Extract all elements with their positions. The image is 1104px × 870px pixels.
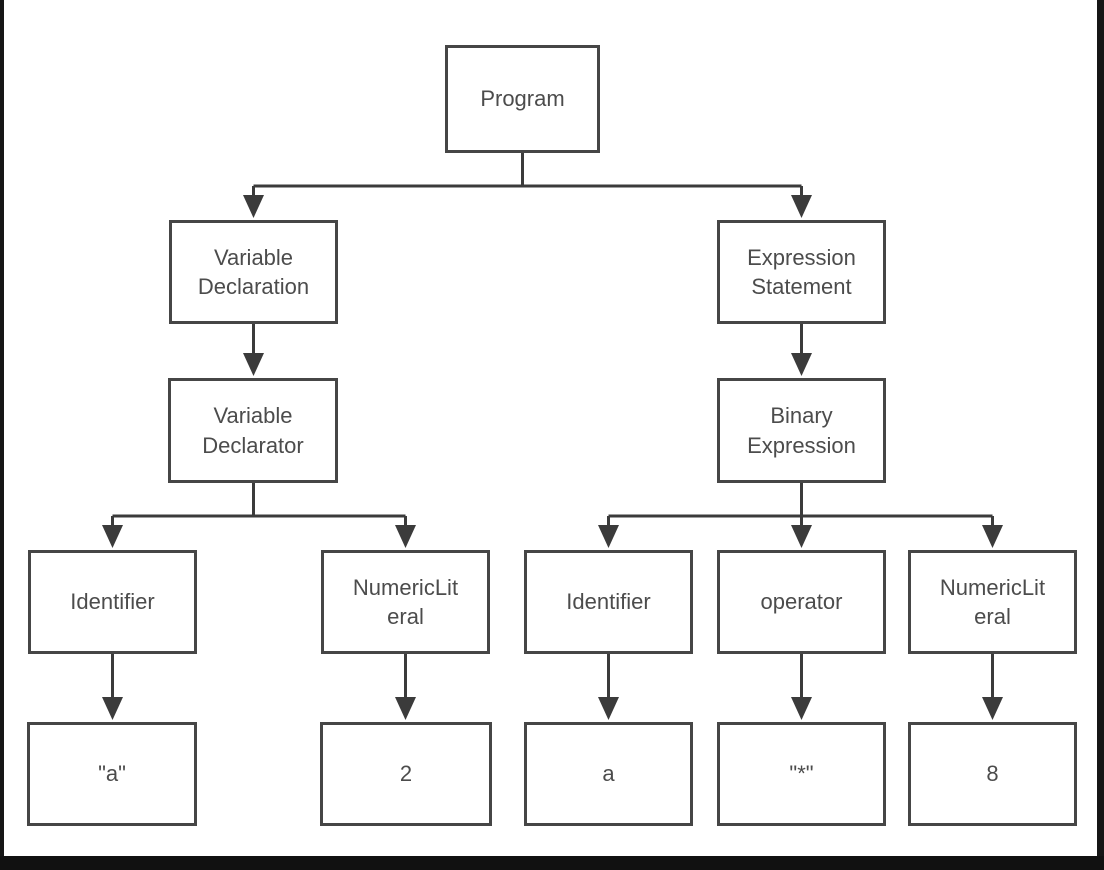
- node-program: Program: [445, 45, 600, 153]
- node-variable-declaration: Variable Declaration: [169, 220, 338, 324]
- node-identifier-right: Identifier: [524, 550, 693, 654]
- node-numeric-literal-left: NumericLit eral: [321, 550, 490, 654]
- node-variable-declarator: Variable Declarator: [168, 378, 338, 483]
- leaf-value-a: a: [524, 722, 693, 826]
- node-binary-expression: Binary Expression: [717, 378, 886, 483]
- frame-edge-left: [0, 0, 4, 870]
- frame-edge-bottom: [0, 856, 1104, 870]
- leaf-value-8: 8: [908, 722, 1077, 826]
- leaf-value-star: "*": [717, 722, 886, 826]
- leaf-value-2: 2: [320, 722, 492, 826]
- node-operator: operator: [717, 550, 886, 654]
- node-numeric-literal-right: NumericLit eral: [908, 550, 1077, 654]
- node-expression-statement: Expression Statement: [717, 220, 886, 324]
- leaf-value-a-quoted: "a": [27, 722, 197, 826]
- node-identifier-left: Identifier: [28, 550, 197, 654]
- frame-edge-right: [1097, 0, 1104, 870]
